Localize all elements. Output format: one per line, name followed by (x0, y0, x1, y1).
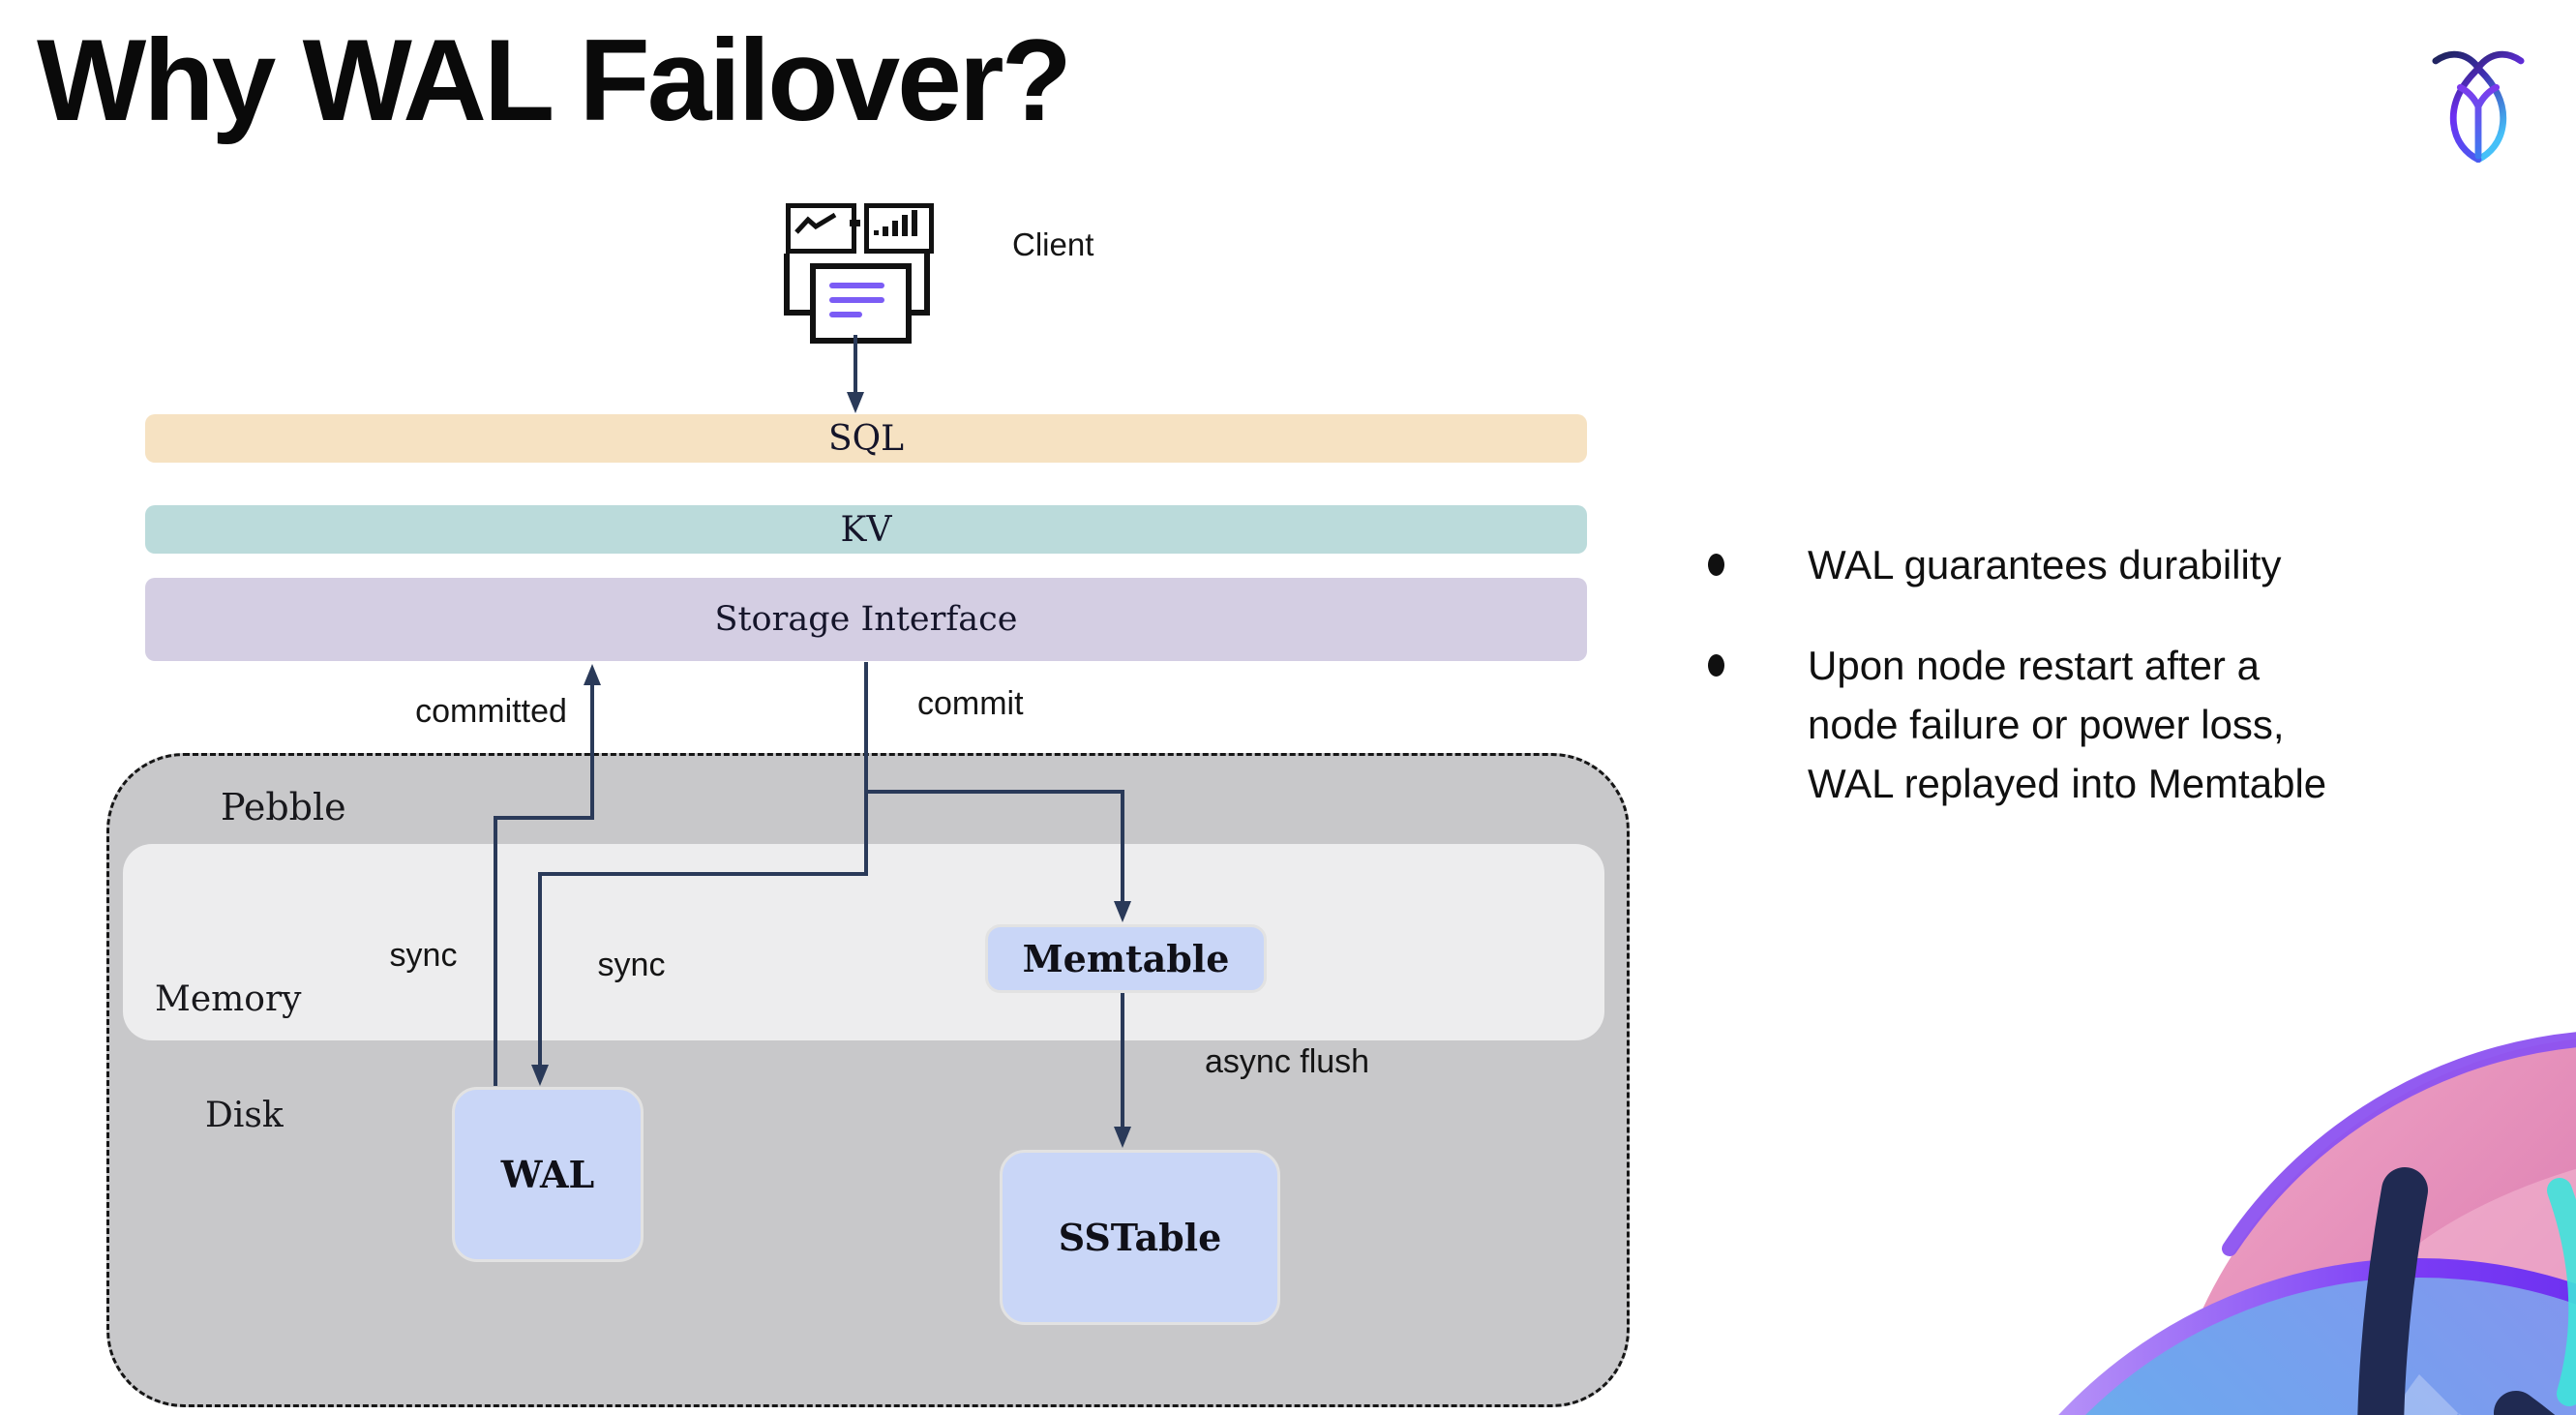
client-linechart-icon (786, 203, 856, 254)
bullet-line: WAL guarantees durability (1808, 542, 2282, 587)
client-bracket-left (784, 254, 813, 316)
layer-kv: KV (145, 505, 1587, 554)
bullet-item-replay: Upon node restart after a node failure o… (1708, 636, 2511, 813)
bullet-line: Upon node restart after a (1808, 643, 2260, 688)
bullet-line: WAL replayed into Memtable (1808, 761, 2327, 806)
bullet-item-durability: WAL guarantees durability (1708, 535, 2511, 594)
client-dash-icon (850, 220, 860, 226)
node-memtable: Memtable (985, 924, 1267, 993)
arrowhead-committed (584, 664, 601, 685)
client-bracket-right (901, 254, 930, 316)
memory-band (123, 844, 1604, 1040)
bullet-dot (1708, 554, 1724, 576)
client-barchart-icon (864, 203, 934, 254)
memory-label: Memory (155, 979, 302, 1019)
bullet-dot (1708, 654, 1724, 677)
node-wal: WAL (452, 1087, 644, 1262)
client-document-icon (810, 263, 912, 344)
bullet-list: WAL guarantees durability Upon node rest… (1708, 535, 2511, 855)
page-title: Why WAL Failover? (37, 15, 1072, 145)
edge-label-commit: commit (917, 685, 1024, 722)
client-label: Client (1012, 226, 1094, 262)
layer-storage-interface: Storage Interface (145, 578, 1587, 661)
layer-sql: SQL (145, 414, 1587, 463)
node-sstable: SSTable (1000, 1150, 1280, 1325)
edge-label-sync-right: sync (597, 947, 666, 983)
bullet-line: node failure or power loss, (1808, 702, 2285, 747)
decorative-sphere-art (2058, 1032, 2576, 1415)
arrowhead-sql (847, 392, 864, 413)
edge-label-sync-left: sync (389, 937, 458, 974)
edge-label-committed: committed (415, 693, 567, 730)
pebble-label: Pebble (221, 786, 346, 828)
cockroach-logo-icon (2432, 50, 2525, 163)
edge-label-async-flush: async flush (1205, 1043, 1370, 1080)
disk-label: Disk (205, 1096, 284, 1135)
